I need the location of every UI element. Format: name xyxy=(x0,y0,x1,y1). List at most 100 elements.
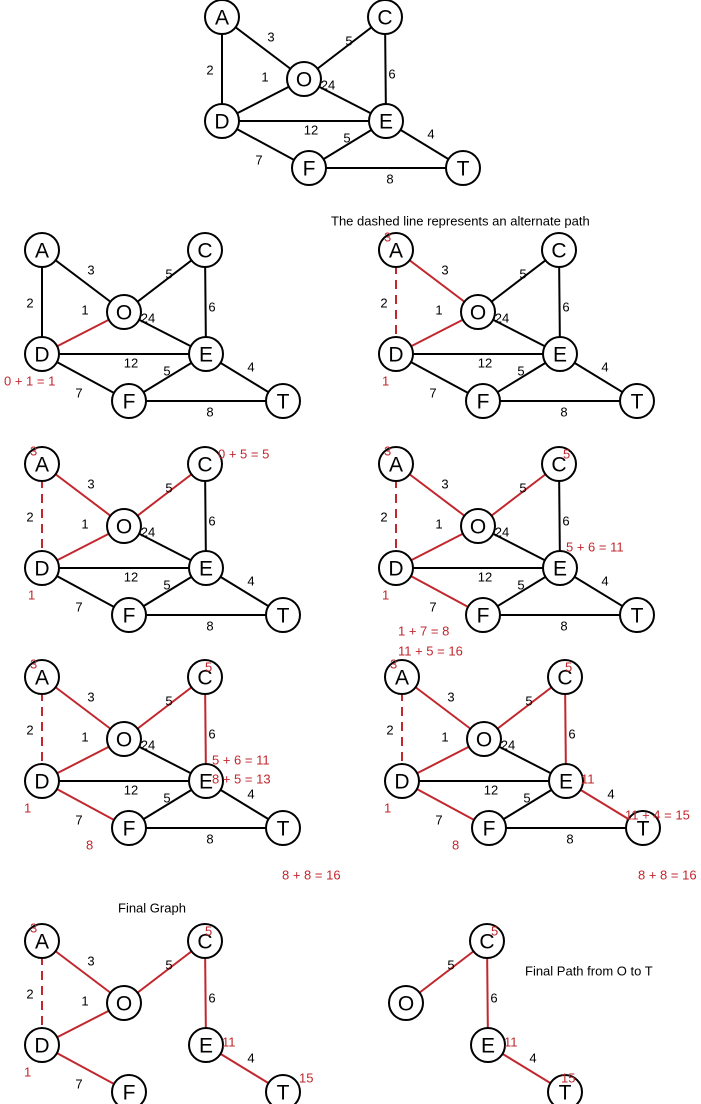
node-t-circle xyxy=(265,1074,301,1104)
node-f-circle xyxy=(465,597,501,633)
node-t-circle xyxy=(445,150,481,186)
edge-weight-label: 2 xyxy=(26,296,33,311)
node-label: D xyxy=(394,771,409,794)
node-label: C xyxy=(377,7,392,30)
edge-weight-label: 24 xyxy=(141,525,155,540)
edge-weight-label: 5 xyxy=(165,267,172,282)
edge-weight-label: 3 xyxy=(441,477,448,492)
node-label: C xyxy=(197,931,212,954)
node-o-circle xyxy=(286,61,322,97)
node-e-circle xyxy=(368,103,404,139)
edge-weight-label: 8 xyxy=(206,405,213,420)
node-t-circle xyxy=(619,383,655,419)
node-c-circle xyxy=(469,923,505,959)
node-f-circle xyxy=(465,383,501,419)
node-label: A xyxy=(389,454,403,477)
edge-weight-label: 6 xyxy=(562,514,569,529)
node-label: C xyxy=(197,667,212,690)
edge-weight-label: 6 xyxy=(208,991,215,1006)
edge-weight-label: 8 xyxy=(560,405,567,420)
distance-annotation: 3 xyxy=(30,921,37,936)
edge-weight-label: 8 xyxy=(206,619,213,634)
node-o-circle xyxy=(388,985,424,1021)
edge-weight-label: 5 xyxy=(163,791,170,806)
edge-weight-label: 12 xyxy=(304,123,318,138)
edge-weight-label: 7 xyxy=(75,1077,82,1092)
edge-weight-label: 6 xyxy=(562,300,569,315)
distance-annotation: 15 xyxy=(299,1071,313,1086)
distance-annotation: 5 xyxy=(565,660,572,675)
annotation-group: 31 xyxy=(382,230,391,389)
annotation-group: 310 + 5 = 5 xyxy=(28,444,269,603)
edge-weight-label: 12 xyxy=(124,570,138,585)
edge-weight-label: 7 xyxy=(429,386,436,401)
edge-weight-label: 24 xyxy=(141,738,155,753)
annotation-group: 31511158 xyxy=(24,921,313,1086)
node-a-circle xyxy=(378,446,414,482)
node-label: A xyxy=(35,240,49,263)
node-e-circle xyxy=(188,550,224,586)
node-o-circle xyxy=(106,721,142,757)
distance-annotation: 8 + 8 = 16 xyxy=(638,868,697,883)
node-label: E xyxy=(553,344,567,367)
node-label: T xyxy=(277,391,290,414)
node-label: D xyxy=(388,558,403,581)
node-label: T xyxy=(559,1082,572,1104)
node-label: E xyxy=(379,111,393,134)
node-c-circle xyxy=(541,446,577,482)
edge-weight-label: 1 xyxy=(435,303,442,318)
node-e-circle xyxy=(188,336,224,372)
distance-annotation: 8 + 8 = 16 xyxy=(282,868,341,883)
node-label: O xyxy=(470,516,486,539)
edge-weight-label: 7 xyxy=(75,386,82,401)
edge-weight-label: 1 xyxy=(435,517,442,532)
edge-weight-label: 12 xyxy=(484,783,498,798)
node-o-circle xyxy=(460,294,496,330)
node-a-circle xyxy=(24,923,60,959)
node-d-circle xyxy=(204,103,240,139)
distance-annotation: 3 xyxy=(384,444,391,459)
node-d-circle xyxy=(378,336,414,372)
edge-weight-label: 24 xyxy=(321,78,335,93)
edge-weight-label: 7 xyxy=(75,600,82,615)
node-c-circle xyxy=(187,923,223,959)
distance-annotation: 3 xyxy=(30,444,37,459)
node-label: A xyxy=(389,240,403,263)
edge-weight-label: 1 xyxy=(81,994,88,1009)
edge-weight-label: 2 xyxy=(386,723,393,738)
edge-weight-label: 4 xyxy=(601,360,608,375)
node-t-circle xyxy=(619,597,655,633)
node-label: C xyxy=(479,931,494,954)
node-label: A xyxy=(35,667,49,690)
node-label: F xyxy=(123,605,136,628)
node-label: T xyxy=(631,605,644,628)
weight-label-group: 564 xyxy=(447,958,536,1066)
node-label: O xyxy=(116,993,132,1016)
node-c-circle xyxy=(367,0,403,35)
node-f-circle xyxy=(111,1074,147,1104)
edge-weight-label: 12 xyxy=(124,356,138,371)
edge-weight-label: 5 xyxy=(517,364,524,379)
node-label: F xyxy=(477,605,490,628)
node-label: E xyxy=(481,1035,495,1058)
node-a-circle xyxy=(378,232,414,268)
node-label: D xyxy=(34,1035,49,1058)
node-label: T xyxy=(277,605,290,628)
edge-weight-label: 5 xyxy=(343,131,350,146)
edge-weight-label: 6 xyxy=(208,514,215,529)
edge-weight-label: 8 xyxy=(206,832,213,847)
node-c-circle xyxy=(541,232,577,268)
edge-weight-label: 1 xyxy=(261,70,268,85)
edge-weight-label: 6 xyxy=(388,67,395,82)
edge-weight-label: 2 xyxy=(206,63,213,78)
